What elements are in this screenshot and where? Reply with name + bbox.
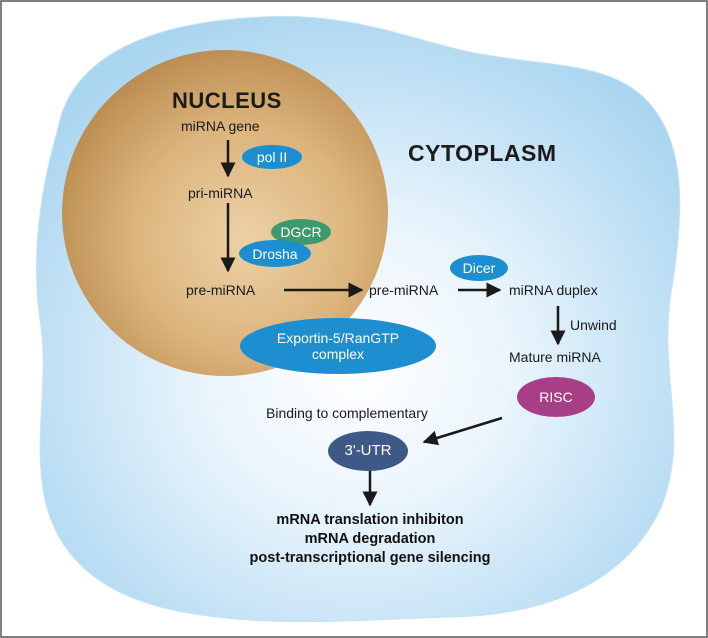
outcome-mrna-degradation: mRNA degradation (304, 531, 436, 547)
pre-mirna-nucleus-label: pre-miRNA (186, 282, 256, 298)
drosha-badge: Drosha (239, 240, 311, 267)
outcome-gene-silencing: post-transcriptional gene silencing (249, 550, 491, 566)
pol-ii-badge: pol II (242, 145, 302, 169)
nucleus-sphere (62, 50, 388, 376)
pri-mirna-label: pri-miRNA (188, 185, 253, 201)
risc-badge: RISC (517, 377, 595, 417)
cytoplasm-title: CYTOPLASM (408, 140, 557, 166)
mature-mirna-label: Mature miRNA (509, 349, 601, 365)
unwind-label: Unwind (570, 317, 617, 333)
exportin-line-2: complex (311, 346, 365, 362)
binding-label: Binding to complementary (266, 405, 428, 421)
3-utr-badge: 3'-UTR (328, 431, 408, 471)
mirna-gene-label: miRNA gene (181, 118, 260, 134)
exportin-complex-badge: Exportin-5/RanGTP complex (240, 318, 436, 374)
mirna-duplex-label: miRNA duplex (509, 282, 598, 298)
arrow-binding (422, 416, 503, 446)
nucleus-title: NUCLEUS (172, 88, 282, 113)
dicer-badge: Dicer (450, 255, 508, 281)
outcome-translation-inhibition: mRNA translation inhibiton (276, 512, 464, 528)
pre-mirna-cytoplasm-label: pre-miRNA (369, 282, 439, 298)
exportin-line-1: Exportin-5/RanGTP (276, 330, 400, 346)
